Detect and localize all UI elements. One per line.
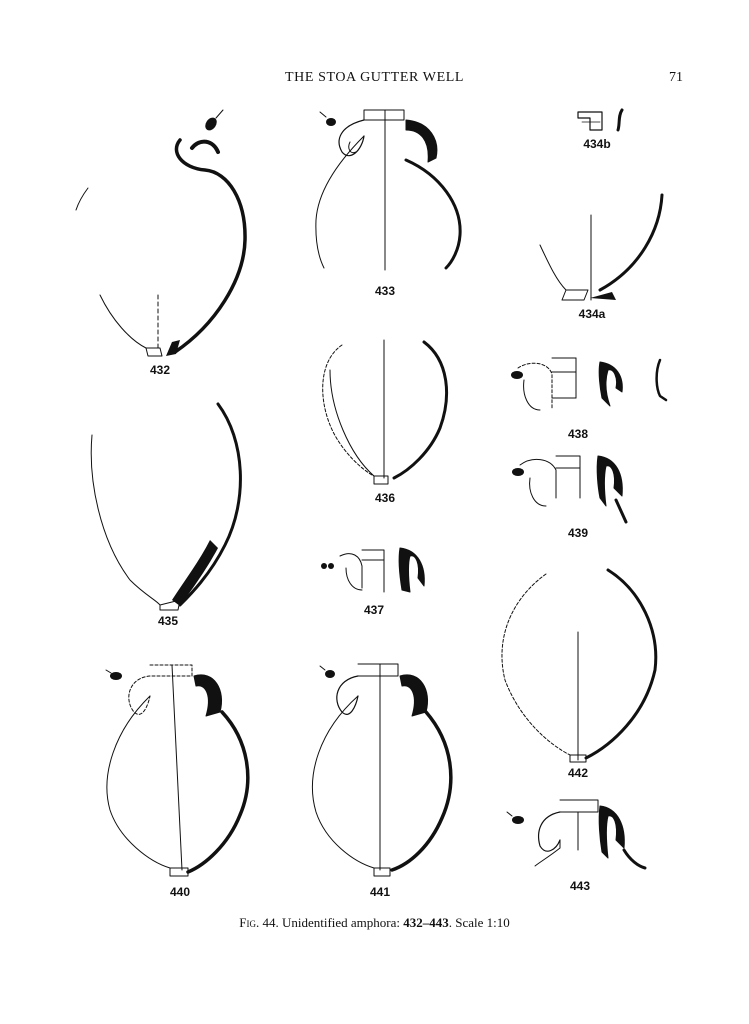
amphora-drawing-432 bbox=[75, 109, 247, 357]
amphora-drawing-439 bbox=[512, 455, 628, 524]
page-number: 71 bbox=[669, 70, 683, 85]
figure-label-432: 432 bbox=[150, 363, 170, 377]
figure-label-436: 436 bbox=[375, 491, 395, 505]
amphora-drawing-440 bbox=[105, 664, 250, 877]
figure-label-437: 437 bbox=[364, 603, 384, 617]
amphora-drawing-433 bbox=[315, 109, 462, 271]
amphora-drawing-434b bbox=[577, 108, 624, 132]
figure-label-443: 443 bbox=[570, 879, 590, 893]
figure-label-434a: 434a bbox=[579, 307, 606, 321]
running-head-title: THE STOA GUTTER WELL bbox=[284, 70, 465, 85]
caption-scale: . Scale 1:10 bbox=[448, 915, 510, 930]
figure-label-433: 433 bbox=[375, 284, 395, 298]
figure-label-439: 439 bbox=[568, 526, 588, 540]
figure-label-441: 441 bbox=[370, 885, 390, 899]
caption-range: 432–443 bbox=[403, 915, 449, 930]
figure-label-438: 438 bbox=[568, 427, 588, 441]
figure-caption: Fig. 44. Unidentified amphora: 432–443. … bbox=[0, 915, 749, 931]
figure-label-435: 435 bbox=[158, 614, 178, 628]
caption-text: Unidentified amphora: bbox=[281, 915, 401, 930]
figure-label-434b: 434b bbox=[583, 137, 610, 151]
figure-label-440: 440 bbox=[170, 885, 190, 899]
figure-label-442: 442 bbox=[568, 766, 588, 780]
amphora-drawing-436 bbox=[322, 339, 449, 485]
running-head: THE STOA GUTTER WELL 71 bbox=[0, 70, 749, 90]
amphora-drawing-437 bbox=[321, 547, 425, 593]
amphora-drawing-442 bbox=[501, 568, 658, 763]
amphora-drawing-441 bbox=[312, 663, 453, 877]
amphora-drawing-435 bbox=[90, 402, 242, 611]
amphora-drawing-443 bbox=[506, 799, 647, 870]
caption-fig-number: 44. bbox=[262, 915, 279, 930]
caption-fig-label: Fig. bbox=[239, 915, 260, 930]
amphora-drawing-434a bbox=[539, 193, 664, 301]
amphora-drawing-438 bbox=[511, 357, 668, 411]
